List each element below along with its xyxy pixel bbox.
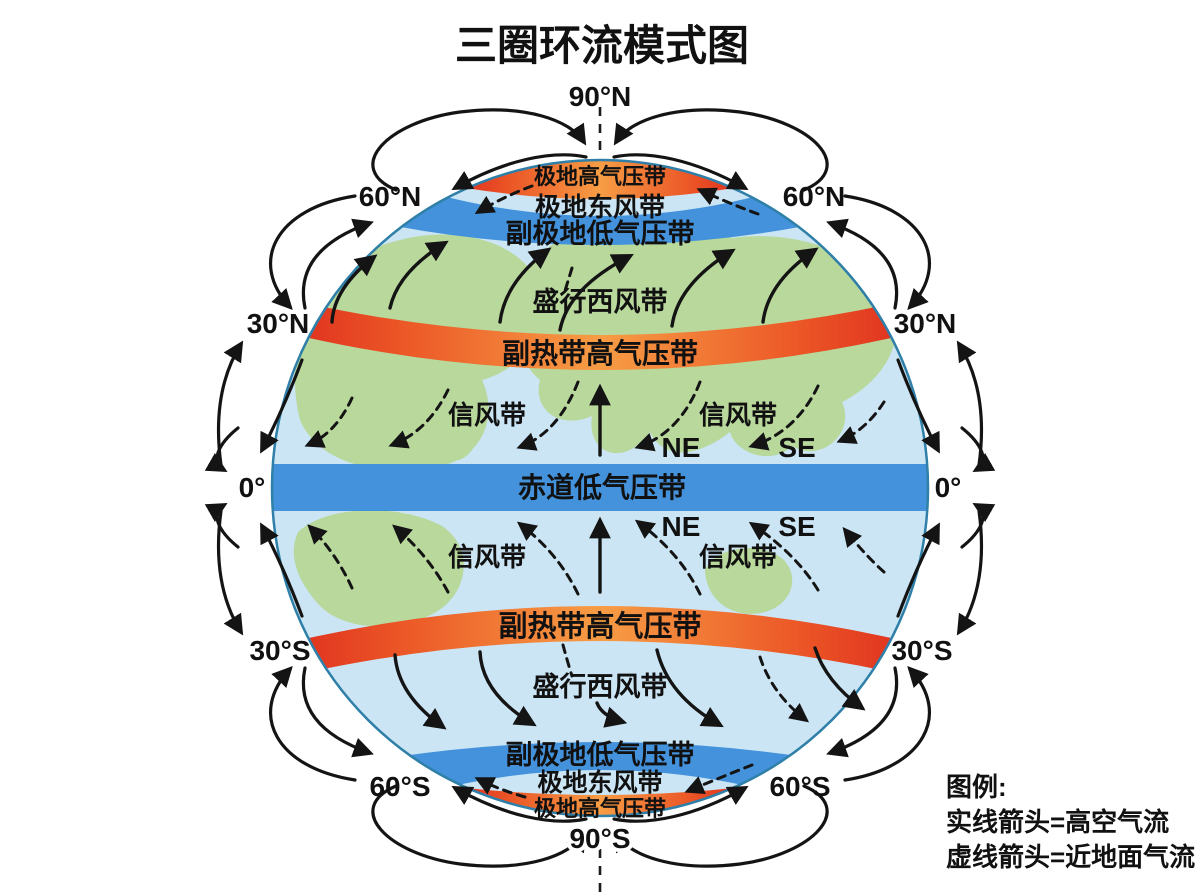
westerlies-arrows-south: [393, 643, 866, 730]
belt-label-subpolar-low-south: 副极地低气压带: [506, 740, 695, 770]
wind-label-ne-south: NE: [662, 511, 701, 542]
hadley-cell-arrows-north: [204, 340, 996, 473]
belt-label-polar-high-south: 极地高气压带: [534, 796, 666, 821]
latitude-label-30n-left: 30°N: [247, 308, 310, 339]
wind-label-se-north: SE: [778, 432, 815, 463]
page-title: 三圈环流模式图: [455, 22, 749, 69]
latitude-label-30s-right: 30°S: [891, 635, 952, 666]
latitude-label-60n-right: 60°N: [783, 181, 846, 212]
belt-label-westerlies-south: 盛行西风带: [533, 671, 668, 702]
globe-outline: [270, 158, 930, 818]
wind-label-se-south: SE: [778, 511, 815, 542]
polar-easterlies-arrows-south: [474, 763, 754, 799]
belt-label-subtropical-high-north: 副热带高气压带: [502, 338, 698, 369]
subpolar-low-belt-south: [395, 742, 805, 801]
legend-heading: 图例:: [946, 772, 1007, 802]
landmass: [705, 547, 793, 614]
latitude-label-60n-left: 60°N: [359, 181, 422, 212]
polar-easterlies-arrows-north: [474, 184, 760, 216]
trade-wind-arrows-south: [307, 519, 886, 596]
legend: 图例: 实线箭头=高空气流 虚线箭头=近地面气流: [946, 772, 1195, 872]
subpolar-low-belt-north: [395, 182, 805, 245]
polar-cell-arrows-south: [371, 784, 829, 868]
belt-label-polar-easterlies-south: 极地东风带: [537, 768, 662, 797]
latitude-label-30s-left: 30°S: [249, 635, 310, 666]
latitude-label-60s-right: 60°S: [769, 771, 830, 802]
latitude-label-30n-right: 30°N: [894, 308, 957, 339]
wind-label-ne-north: NE: [662, 432, 701, 463]
latitude-label-90s: 90°S: [569, 823, 630, 854]
latitude-label-60s-left: 60°S: [369, 771, 430, 802]
belt-label-trade-south-left: 信风带: [448, 542, 526, 572]
belt-label-equatorial-low: 赤道低气压带: [518, 471, 686, 503]
belt-label-westerlies-north: 盛行西风带: [533, 286, 668, 317]
belt-label-polar-high-north: 极地高气压带: [534, 164, 666, 189]
hadley-cell-arrows-south: [204, 502, 996, 636]
latitude-label-0-right: 0°: [935, 472, 962, 503]
westerlies-arrows-north: [330, 240, 819, 332]
latitude-label-90n: 90°N: [569, 81, 632, 112]
subtropical-high-belt-north: [300, 302, 900, 370]
ferrel-cell-arrows-north: [269, 194, 931, 310]
belt-label-subtropical-high-south: 副热带高气压带: [498, 610, 701, 643]
latitude-label-0-left: 0°: [239, 472, 266, 503]
globe: [270, 158, 930, 818]
pressure-belts: [272, 160, 928, 816]
trade-wind-arrows-north: [304, 380, 886, 452]
belt-label-subpolar-low-north: 副极地低气压带: [506, 219, 695, 249]
landmass: [293, 510, 464, 627]
polar-high-belt-north: [466, 160, 734, 199]
belt-label-trade-south-right: 信风带: [699, 542, 777, 572]
belt-label-polar-easterlies-north: 极地东风带: [535, 192, 665, 222]
belt-label-trade-north-left: 信风带: [448, 400, 526, 430]
legend-solid-arrow-meaning: 实线箭头=高空气流: [946, 807, 1169, 837]
subtropical-high-belt-south: [300, 606, 900, 674]
belt-label-trade-north-right: 信风带: [699, 400, 777, 430]
polar-high-belt-south: [466, 788, 734, 816]
ferrel-cell-arrows-south: [269, 666, 931, 782]
polar-cell-arrows-north: [371, 108, 829, 192]
legend-dashed-arrow-meaning: 虚线箭头=近地面气流: [946, 842, 1195, 872]
equatorial-low-belt: [272, 464, 928, 511]
